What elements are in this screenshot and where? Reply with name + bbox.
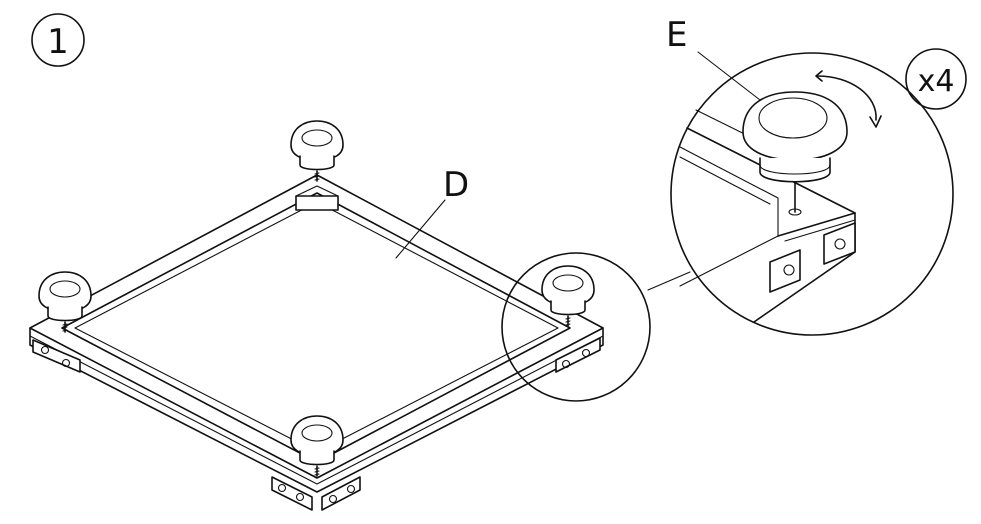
rotation-arrow-icon	[815, 70, 882, 128]
corner-bracket-left	[32, 339, 81, 373]
corner-bracket-front	[271, 476, 361, 511]
foot-label: E	[666, 15, 687, 55]
detail-bracket	[769, 222, 856, 293]
quantity-badge: x4	[905, 48, 967, 110]
label-frame: D	[395, 165, 469, 259]
label-foot: E	[666, 15, 761, 101]
foot-left	[38, 271, 92, 333]
foot-front	[290, 415, 344, 477]
frame-label: D	[443, 165, 469, 205]
quantity-label: x4	[918, 64, 955, 99]
frame-d	[29, 174, 604, 511]
corner-bracket-right	[555, 337, 601, 373]
foot-enlarged	[742, 91, 848, 183]
detail-view	[670, 52, 954, 336]
step-number: 1	[47, 22, 69, 62]
step-badge: 1	[31, 13, 85, 67]
foot-back	[290, 120, 344, 182]
detail-magnifier-icon	[501, 252, 691, 402]
